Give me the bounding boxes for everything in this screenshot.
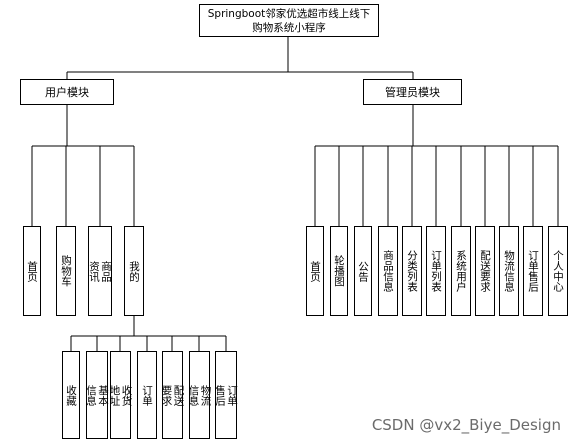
admin-item-label: 订单列表 <box>430 250 442 292</box>
admin-item-delivery: 配送要求 <box>475 226 495 316</box>
admin-item-order-list: 订单列表 <box>426 226 446 316</box>
admin-item-carousel: 轮播图 <box>330 226 348 316</box>
mine-item-after-sales: 订单 售后 <box>214 351 238 439</box>
admin-item-label: 首页 <box>309 260 321 282</box>
mine-item-label: 配送 要求 <box>160 384 185 406</box>
admin-item-label: 分类列表 <box>406 250 418 292</box>
admin-item-after-sales: 订单售后 <box>523 226 543 316</box>
user-item-news: 商品 资讯 <box>88 226 112 316</box>
user-item-home: 首页 <box>23 226 41 316</box>
mine-item-delivery: 配送 要求 <box>160 351 185 439</box>
mine-item-label: 物流 信息 <box>187 384 212 406</box>
user-item-label: 我的 <box>128 260 140 282</box>
admin-module-label: 管理员模块 <box>385 86 440 99</box>
root-title-line1: Springboot邻家优选超市线上线下 <box>207 8 371 20</box>
mine-item-label: 收藏 <box>65 384 77 406</box>
mine-item-favorites: 收藏 <box>62 351 80 439</box>
mine-item-logistics: 物流 信息 <box>187 351 212 439</box>
mine-item-label: 收货 地址 <box>108 384 133 406</box>
admin-item-label: 系统用户 <box>455 250 467 292</box>
csdn-watermark: CSDN @vx2_Biye_Design <box>371 416 561 434</box>
mine-item-address: 收货 地址 <box>108 351 133 439</box>
admin-item-label: 轮播图 <box>333 255 345 287</box>
admin-item-label: 物流信息 <box>503 250 515 292</box>
admin-item-logistics: 物流信息 <box>499 226 519 316</box>
admin-item-label: 个人中心 <box>552 250 564 292</box>
admin-item-profile: 个人中心 <box>548 226 568 316</box>
root-title-line2: 购物系统小程序 <box>252 22 326 34</box>
admin-item-label: 订单售后 <box>527 250 539 292</box>
admin-item-home: 首页 <box>306 226 324 316</box>
admin-item-label: 公告 <box>357 260 369 282</box>
mine-item-basic-info: 基本 信息 <box>85 351 109 439</box>
root-node: Springboot邻家优选超市线上线下 购物系统小程序 <box>199 4 379 37</box>
admin-item-label: 商品信息 <box>382 250 394 292</box>
admin-item-product-info: 商品信息 <box>378 226 398 316</box>
mine-item-label: 订单 <box>141 384 153 406</box>
user-item-label: 首页 <box>26 260 38 282</box>
user-item-cart: 购物车 <box>56 226 76 316</box>
admin-item-system-users: 系统用户 <box>451 226 471 316</box>
user-module-node: 用户模块 <box>20 79 114 105</box>
admin-item-notice: 公告 <box>354 226 372 316</box>
user-module-label: 用户模块 <box>45 86 89 99</box>
admin-item-label: 配送要求 <box>479 250 491 292</box>
admin-module-node: 管理员模块 <box>363 79 462 105</box>
user-item-mine: 我的 <box>124 226 144 316</box>
admin-item-category-list: 分类列表 <box>402 226 422 316</box>
user-item-label: 商品 资讯 <box>88 260 112 282</box>
user-item-label: 购物车 <box>60 255 72 287</box>
mine-item-label: 基本 信息 <box>85 384 109 406</box>
mine-item-orders: 订单 <box>137 351 157 439</box>
mine-item-label: 订单 售后 <box>214 384 238 406</box>
